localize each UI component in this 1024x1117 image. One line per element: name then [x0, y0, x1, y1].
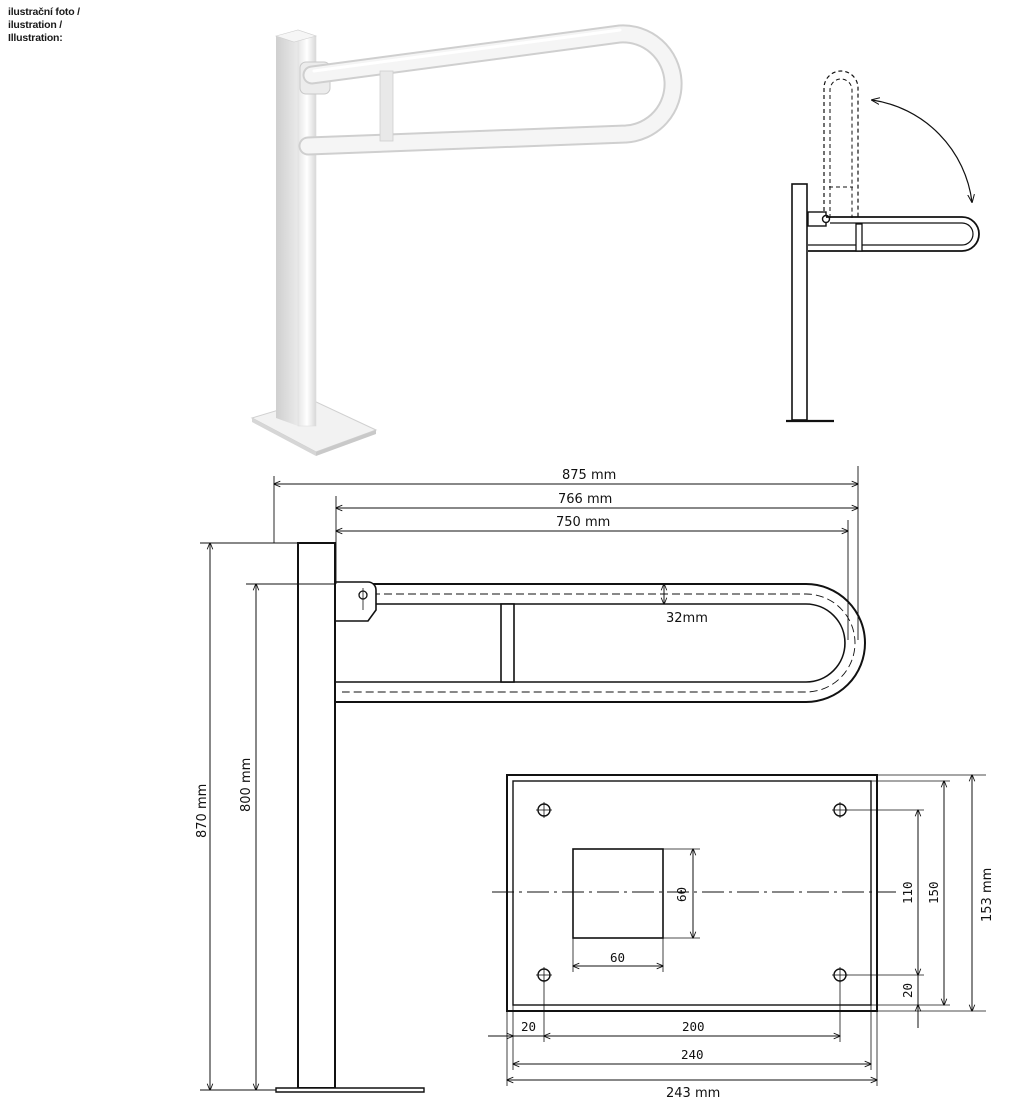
caption-line-de: Illustration:	[8, 32, 63, 44]
dim-766-label: 766 mm	[558, 492, 612, 507]
dim-60-vertical-label: 60	[674, 887, 689, 902]
illustration-caption: ilustrační foto / ilustration / Illustra…	[8, 6, 118, 45]
dim-110-label: 110	[900, 881, 915, 904]
front-rail-inner	[336, 603, 846, 683]
front-hinge-bracket	[336, 581, 377, 622]
swing-arc-arrow	[872, 100, 972, 202]
front-post	[297, 542, 336, 1089]
side-rail-inner	[808, 222, 974, 246]
dim-200-label: 200	[682, 1019, 705, 1034]
render-floor-plate-edge-right	[316, 430, 376, 456]
side-rail-outer	[808, 216, 980, 252]
front-base-plate	[275, 1087, 425, 1093]
caption-line-cz: ilustrační foto /	[8, 6, 80, 18]
side-post	[791, 183, 808, 421]
dim-240-label: 240	[681, 1047, 704, 1062]
dim-20-right-label: 20	[900, 983, 915, 998]
dim-875-label: 875 mm	[562, 468, 616, 483]
product-render	[250, 24, 683, 456]
raised-rail-outer	[823, 70, 859, 218]
plate-inner	[512, 780, 872, 1006]
render-rail-highlight	[312, 28, 622, 73]
dim-750-label: 750 mm	[556, 515, 610, 530]
dim-153-label: 153 mm	[980, 868, 995, 922]
base-plate-drawing	[488, 774, 986, 1086]
side-view-schematic	[786, 70, 980, 423]
render-rail	[300, 26, 681, 154]
plate-outer	[506, 774, 878, 1012]
dim-243-label: 243 mm	[666, 1086, 720, 1101]
render-floor-plate-edge	[252, 418, 316, 456]
render-post-top	[274, 29, 318, 43]
dim-150-label: 150	[926, 881, 941, 904]
render-stay-bar	[379, 70, 394, 142]
front-view-drawing	[200, 466, 866, 1093]
dim-800-label: 800 mm	[239, 758, 254, 812]
dim-32-label: 32mm	[666, 611, 708, 626]
dim-870-label: 870 mm	[195, 784, 210, 838]
dim-60-horizontal-label: 60	[610, 950, 625, 965]
front-stay-bar	[500, 603, 515, 683]
mounting-holes	[536, 802, 848, 983]
render-post-side	[276, 30, 298, 426]
raised-rail-inner	[829, 78, 853, 218]
caption-line-sk: ilustration /	[8, 19, 62, 31]
post-footprint	[572, 848, 664, 939]
front-rail-outer	[336, 583, 866, 703]
front-rail-centerline	[342, 593, 856, 693]
dim-20-bottom-label: 20	[521, 1019, 536, 1034]
side-stay-bar	[855, 223, 863, 252]
